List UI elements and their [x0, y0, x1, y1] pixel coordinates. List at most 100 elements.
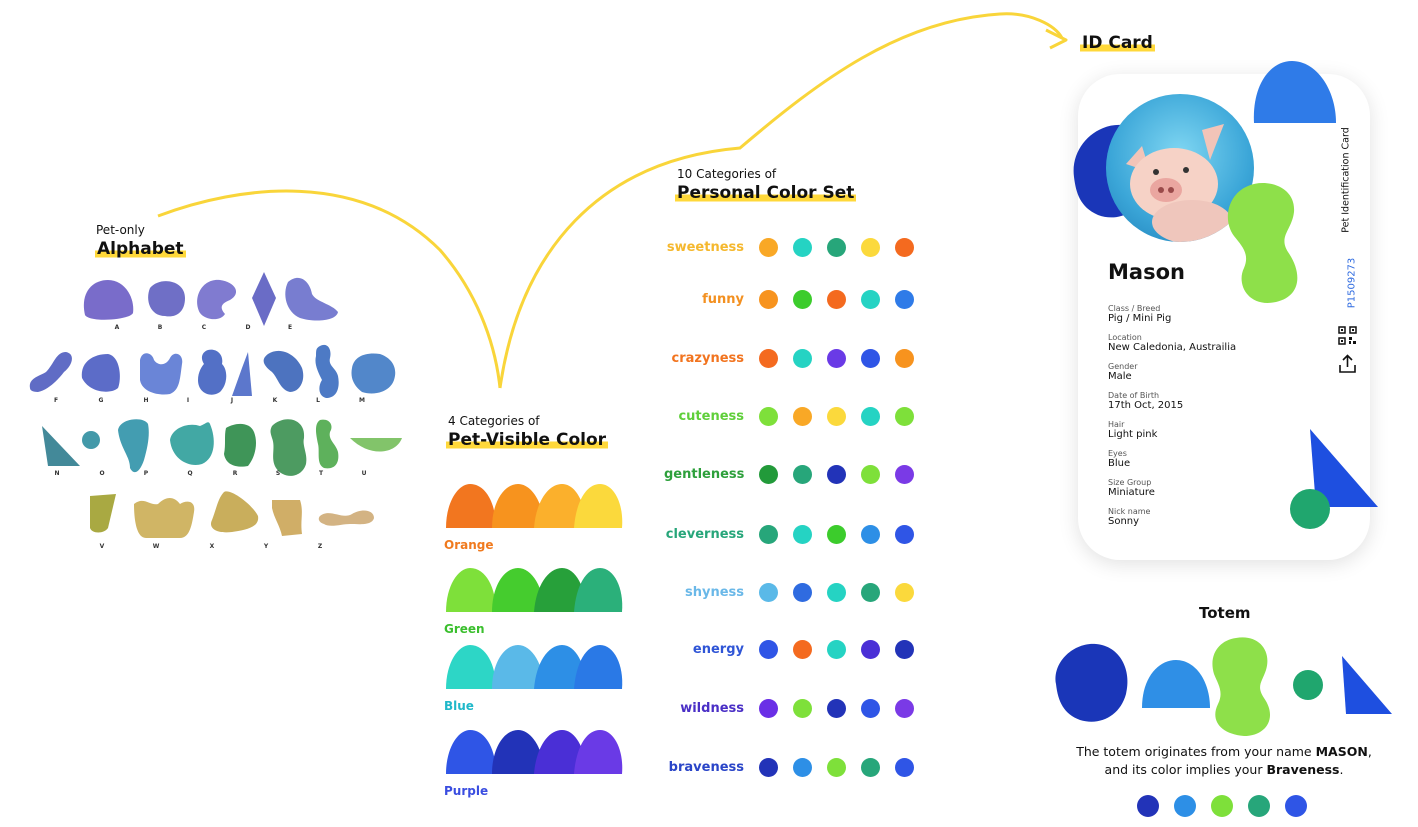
- color-dot: [895, 699, 914, 718]
- pig-eye: [1153, 169, 1159, 175]
- color-dot: [827, 525, 846, 544]
- totem-title: Totem: [1199, 604, 1251, 622]
- alphabet-letter: H: [143, 397, 149, 404]
- arrow-alphabet-to-pet-visible: [157, 189, 502, 389]
- id-card-heading: ID Card: [1080, 33, 1155, 53]
- color-dot: [759, 465, 778, 484]
- color-dot: [759, 290, 778, 309]
- blue-label: Blue: [444, 699, 474, 713]
- purple-swatch-bumps: [446, 730, 623, 774]
- alphabet-letter: M: [359, 397, 365, 404]
- field-value: Sonny: [1108, 516, 1140, 527]
- alphabet-letter: P: [143, 470, 149, 477]
- alphabet-letter: C: [201, 324, 207, 331]
- field-hair: Hair Light pink: [1108, 420, 1308, 449]
- totem-shape-a: [1142, 660, 1210, 708]
- totem-dot: [1174, 795, 1196, 817]
- alphabet-letter: O: [99, 470, 105, 477]
- pig-eye: [1183, 167, 1189, 173]
- alphabet-kicker: Pet-only: [96, 223, 145, 237]
- swatch-bump: [574, 568, 623, 612]
- alphabet-letter: T: [318, 470, 324, 477]
- personal-kicker: 10 Categories of: [677, 167, 777, 181]
- alphabet-letter: E: [287, 324, 293, 331]
- personal-title: Personal Color Set: [675, 183, 857, 203]
- field-value: Male: [1108, 371, 1132, 382]
- green-swatch-bumps: [446, 568, 623, 612]
- swatch-bump: [446, 484, 496, 528]
- letter-shape-d: [252, 272, 276, 326]
- color-dot: [895, 290, 914, 309]
- color-dot: [827, 407, 846, 426]
- swatch-bump: [534, 730, 586, 774]
- totem-shapes: [1055, 637, 1392, 736]
- alphabet-letter: L: [316, 397, 320, 404]
- pig-body: [1152, 200, 1232, 242]
- swatch-bump: [492, 568, 544, 612]
- totem-shape-o: [1293, 670, 1323, 700]
- letter-shape-x: [210, 491, 259, 533]
- letter-shape-c: [197, 279, 237, 320]
- purple-label: Purple: [444, 784, 489, 798]
- field-value: New Caledonia, Austrailia: [1108, 342, 1237, 353]
- color-dot: [793, 699, 812, 718]
- color-dot: [759, 238, 778, 257]
- alphabet-letter: G: [98, 397, 104, 404]
- field-value: Pig / Mini Pig: [1108, 313, 1172, 324]
- field-label: Size Group: [1108, 478, 1152, 487]
- alphabet-letter: W: [152, 543, 160, 550]
- totem-line-2: and its color implies your Braveness.: [1044, 761, 1404, 779]
- color-dot: [861, 640, 880, 659]
- letter-shape-r: [224, 423, 256, 467]
- alphabet-letter: B: [157, 324, 163, 331]
- color-dot: [759, 758, 778, 777]
- pig-illustration: [1126, 124, 1232, 242]
- color-dot: [759, 583, 778, 602]
- color-dot: [759, 699, 778, 718]
- category-name: energy: [692, 642, 744, 657]
- alphabet-letter: D: [245, 324, 251, 331]
- field-eyes: Eyes Blue: [1108, 449, 1308, 478]
- field-date-of-birth: Date of Birth 17th Oct, 2015: [1108, 391, 1308, 420]
- alphabet-letter: J: [230, 397, 234, 404]
- pet-name: Mason: [1108, 260, 1185, 284]
- alphabet-letter: Y: [263, 543, 269, 550]
- totem-shape-s: [1212, 637, 1271, 736]
- totem-description: The totem originates from your name MASO…: [1044, 743, 1404, 779]
- field-label: Eyes: [1108, 449, 1127, 458]
- totem-line-2-end: .: [1339, 762, 1344, 777]
- category-name: sweetness: [666, 240, 744, 255]
- vertical-card-title: Pet Identification Card: [1340, 127, 1352, 233]
- totem-shape-n: [1342, 656, 1392, 714]
- field-size-group: Size Group Miniature: [1108, 478, 1308, 507]
- field-value: Light pink: [1108, 429, 1158, 440]
- alphabet-letter: V: [99, 543, 105, 550]
- arrow-head: [1045, 28, 1068, 50]
- triangle-shape: [1310, 429, 1378, 507]
- totem-category-bold: Braveness: [1266, 762, 1340, 777]
- color-dot: [759, 349, 778, 368]
- alphabet-letter: U: [361, 470, 367, 477]
- letter-shape-j: [232, 352, 252, 396]
- letter-shape-w: [134, 498, 195, 538]
- alphabet-letter: X: [209, 543, 215, 550]
- id-card-fields: Class / Breed Pig / Mini Pig Location Ne…: [1108, 304, 1308, 536]
- alphabet-letter: F: [53, 397, 59, 404]
- color-dot: [793, 465, 812, 484]
- color-dot: [827, 238, 846, 257]
- letter-shape-q: [170, 422, 214, 465]
- color-dot: [827, 465, 846, 484]
- arrow-pet-visible-to-personal: [498, 12, 1064, 389]
- color-dot: [895, 583, 914, 602]
- color-dot: [827, 758, 846, 777]
- alphabet-letter: I: [186, 397, 190, 404]
- color-dot: [793, 758, 812, 777]
- swatch-bump: [492, 484, 544, 528]
- category-name: cleverness: [665, 527, 744, 542]
- pet-visible-title: Pet-Visible Color: [446, 430, 609, 450]
- category-name: crazyness: [671, 351, 744, 366]
- qr-code-icon[interactable]: [1338, 326, 1357, 345]
- letter-shape-v: [90, 494, 116, 533]
- share-icon[interactable]: [1338, 354, 1357, 373]
- letter-shape-o: [82, 431, 100, 449]
